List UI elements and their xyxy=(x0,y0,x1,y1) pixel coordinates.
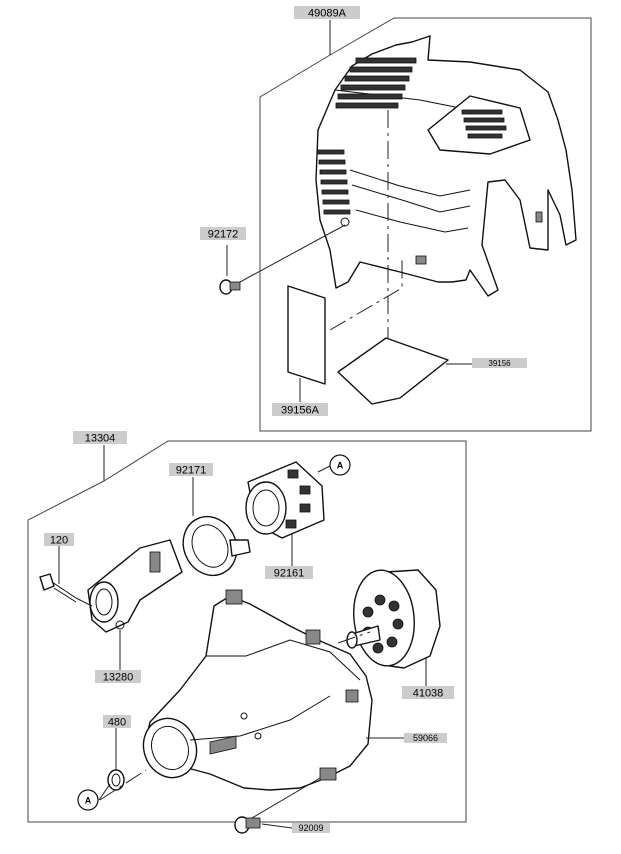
ring-92171-part xyxy=(182,477,251,577)
part-label-13280: 13280 xyxy=(95,670,141,684)
svg-text:92172: 92172 xyxy=(208,229,239,241)
bolt-120-part xyxy=(39,546,77,603)
svg-text:92171: 92171 xyxy=(176,465,207,477)
svg-text:120: 120 xyxy=(50,535,68,547)
svg-text:39156A: 39156A xyxy=(281,405,320,417)
bottom-assembly-frame xyxy=(27,440,467,823)
part-label-39156: 39156 xyxy=(472,358,527,368)
svg-text:13304: 13304 xyxy=(85,433,116,445)
label-39156A-part xyxy=(287,285,326,402)
reference-circle-a-bottom: A xyxy=(77,789,99,811)
screw-92172-part xyxy=(219,224,346,295)
part-label-59066: 59066 xyxy=(404,733,447,743)
part-label-92172: 92172 xyxy=(200,227,246,241)
clutch-housing-59066-part xyxy=(142,589,404,791)
part-label-92009: 92009 xyxy=(292,823,330,833)
svg-text:49089A: 49089A xyxy=(308,8,347,20)
washer-480-part xyxy=(107,728,125,791)
part-label-49089A: 49089A xyxy=(294,6,360,20)
clamp-13280-part xyxy=(87,539,183,670)
svg-text:A: A xyxy=(85,796,92,806)
label-39156-part xyxy=(337,337,472,405)
svg-text:41038: 41038 xyxy=(413,688,444,700)
part-label-41038: 41038 xyxy=(402,686,454,700)
clutch-drum-41038-part xyxy=(346,569,441,686)
svg-text:39156: 39156 xyxy=(488,359,511,368)
svg-text:92161: 92161 xyxy=(274,568,305,580)
part-label-39156A: 39156A xyxy=(272,403,328,417)
engine-cover-part xyxy=(315,35,577,297)
svg-text:480: 480 xyxy=(108,717,126,729)
svg-text:A: A xyxy=(337,461,344,471)
reference-circle-a-top: A xyxy=(329,454,351,476)
svg-text:92009: 92009 xyxy=(298,823,323,833)
top-assembly-frame xyxy=(259,17,592,432)
svg-text:13280: 13280 xyxy=(103,672,134,684)
part-label-13304: 13304 xyxy=(73,431,127,445)
part-label-92171: 92171 xyxy=(169,463,213,477)
part-label-92161: 92161 xyxy=(265,566,313,580)
svg-text:59066: 59066 xyxy=(413,733,438,743)
drum-92161-part xyxy=(245,461,331,570)
screw-92009-part xyxy=(234,777,321,834)
part-label-480: 480 xyxy=(103,715,131,729)
part-label-120: 120 xyxy=(44,533,74,547)
